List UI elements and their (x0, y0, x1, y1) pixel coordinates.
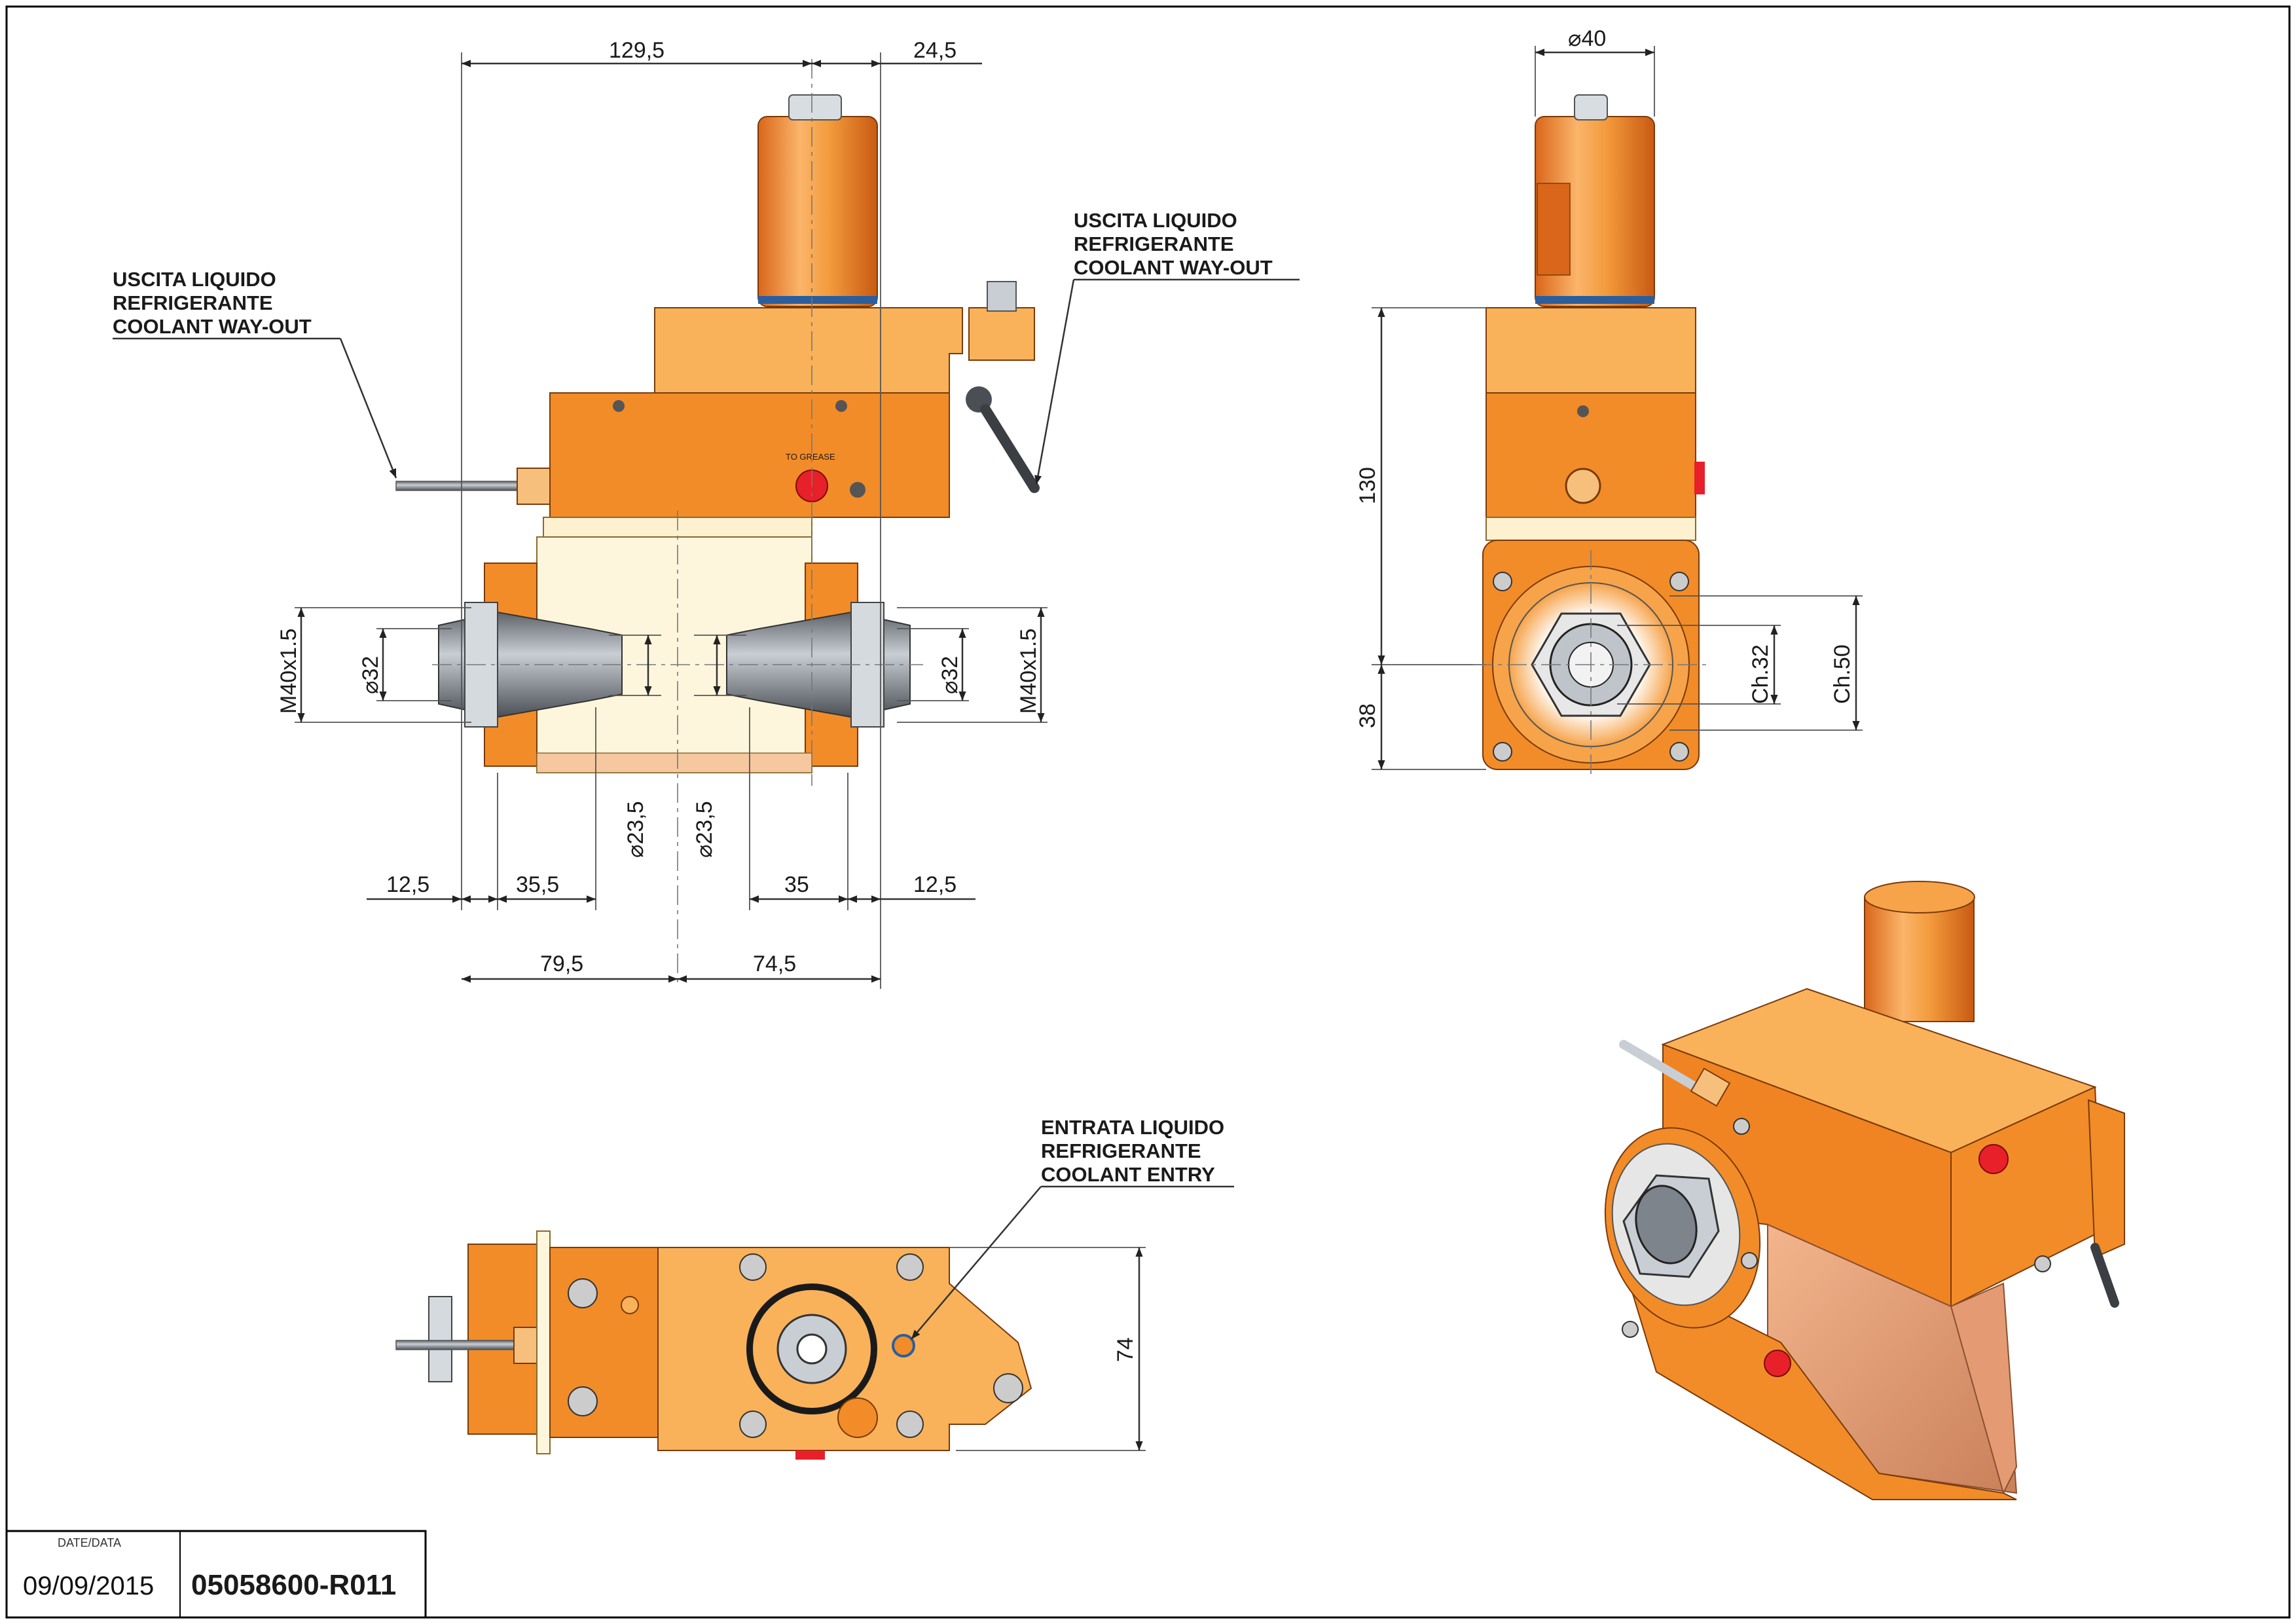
bottom-red-plug (795, 1450, 825, 1460)
dim-left-bore: ⌀32 (358, 656, 383, 694)
bottom-bolt (896, 1253, 924, 1281)
callout-entry-line3: COOLANT ENTRY (1041, 1163, 1215, 1186)
side-motor-cap (1574, 94, 1608, 120)
bottom-plug (837, 1397, 878, 1438)
iso-lower-right (1950, 1282, 2018, 1495)
part-number: 05058600-R011 (191, 1569, 396, 1601)
bottom-view: 74 ENTRATA LIQUIDO REFRIGERANTE COOLANT … (395, 1116, 1234, 1460)
callout-entry-line2: REFRIGERANTE (1041, 1139, 1201, 1162)
bottom-spindle-inner (796, 1333, 828, 1365)
front-view: TO GREASE 129,5 24,5 (113, 38, 1300, 989)
side-bolt (1493, 742, 1512, 762)
dim-left-half: 79,5 (540, 951, 583, 976)
dim-right-half: 74,5 (753, 951, 796, 976)
iso-motor-top (1864, 881, 1975, 913)
dim-left-nut: 35,5 (516, 872, 559, 897)
callout-right-exit-line1: USCITA LIQUIDO (1074, 209, 1237, 232)
bottom-bolt (568, 1278, 598, 1308)
callout-left-exit-line3: COOLANT WAY-OUT (113, 315, 312, 338)
iso-clamp (2087, 1099, 2125, 1259)
side-red-plug (1694, 462, 1705, 494)
coolant-pipe (395, 481, 524, 491)
iso-coolant-pipe (1619, 1040, 1700, 1092)
iso-bolt (1733, 1118, 1750, 1135)
dim-height: 130 (1355, 467, 1380, 504)
screw-dot (1577, 405, 1589, 417)
drawing-frame (5, 5, 2291, 1619)
callout-right-exit-line3: COOLANT WAY-OUT (1074, 256, 1273, 279)
dim-right-nut: 35 (784, 872, 809, 897)
date-label: DATE/DATA (58, 1536, 121, 1549)
bottom-bolt (739, 1253, 767, 1281)
side-upper-block (1485, 307, 1696, 394)
dim-depth: 74 (1113, 1337, 1138, 1362)
side-grease-fitting (1565, 468, 1601, 504)
side-cylinder-ribs (1537, 183, 1571, 276)
lower-block (549, 392, 950, 518)
iso-coolant-fitting (1690, 1067, 1731, 1107)
dim-top-diameter: ⌀40 (1568, 26, 1606, 51)
dim-right-thread: M40x1.5 (1016, 629, 1041, 714)
screw-dot (835, 400, 847, 412)
title-block-frame (5, 1530, 427, 1619)
screw-dot (850, 482, 866, 498)
title-block: DATE/DATA 09/09/2015 05058600-R011 (5, 1530, 427, 1619)
dim-left-margin: 12,5 (386, 872, 429, 897)
bottom-cream-band (536, 1230, 551, 1454)
bottom-bolt (896, 1411, 924, 1438)
dim-top-offset: 24,5 (913, 38, 957, 63)
dim-top-width: 129,5 (609, 38, 665, 63)
callout-left-exit-line2: REFRIGERANTE (113, 291, 273, 314)
dim-left-thread: M40x1.5 (276, 629, 301, 714)
housing-bottom-band (536, 752, 812, 773)
iso-base-plate (1622, 1263, 2017, 1500)
coolant-fitting (517, 468, 551, 505)
callout-right-exit-line2: REFRIGERANTE (1074, 232, 1234, 255)
bottom-nut-left (428, 1296, 452, 1382)
iso-bolt (2034, 1255, 2051, 1272)
date-value: 09/09/2015 (23, 1572, 154, 1600)
dim-right-bore: ⌀32 (938, 656, 962, 694)
dim-outer-flat: Ch.50 (1830, 644, 1855, 704)
iso-motor-cylinder (1864, 896, 1975, 1022)
iso-bolt (1622, 1321, 1639, 1338)
isometric-view (1604, 881, 2125, 1500)
callout-left-exit-line1: USCITA LIQUIDO (113, 268, 276, 291)
side-cylinder-seal (1535, 296, 1654, 304)
side-bolt (1669, 572, 1689, 591)
iso-collet-bore (1635, 1185, 1698, 1264)
screw-dot (613, 400, 625, 412)
cylinder-seal (758, 296, 877, 304)
bottom-coolant-entry-port (892, 1334, 915, 1357)
bottom-clamp-bolt (993, 1373, 1023, 1403)
iso-grease-nipple (1978, 1144, 2009, 1174)
side-bolt (1669, 742, 1689, 762)
bottom-bolt (739, 1411, 767, 1438)
dim-inner-flat: Ch.32 (1748, 644, 1773, 704)
dim-left-center-bore: ⌀23,5 (623, 801, 648, 858)
bottom-small-port (621, 1296, 639, 1314)
bottom-bolt (568, 1386, 598, 1416)
callout-entry-line1: ENTRATA LIQUIDO (1041, 1116, 1224, 1139)
iso-clamp-lever (2090, 1243, 2119, 1308)
bottom-left-block (549, 1247, 662, 1438)
clamp-lever (980, 404, 1040, 493)
dim-right-margin: 12,5 (913, 872, 957, 897)
side-view: ⌀40 130 38 Ch.32 Ch.50 (1355, 26, 1863, 779)
iso-grease-nipple (1764, 1350, 1791, 1377)
dim-lower-height: 38 (1355, 703, 1380, 728)
clamp-screw (987, 281, 1017, 312)
clamp-bracket (968, 307, 1035, 361)
grease-label: TO GREASE (786, 452, 835, 462)
dim-right-center-bore: ⌀23,5 (692, 801, 717, 858)
motor-cap (788, 94, 842, 120)
motor-cylinder (757, 116, 878, 307)
bottom-coolant-pipe (395, 1340, 521, 1350)
side-cream-band (1485, 517, 1696, 541)
iso-bolt (1741, 1252, 1758, 1269)
side-bolt (1493, 572, 1512, 591)
